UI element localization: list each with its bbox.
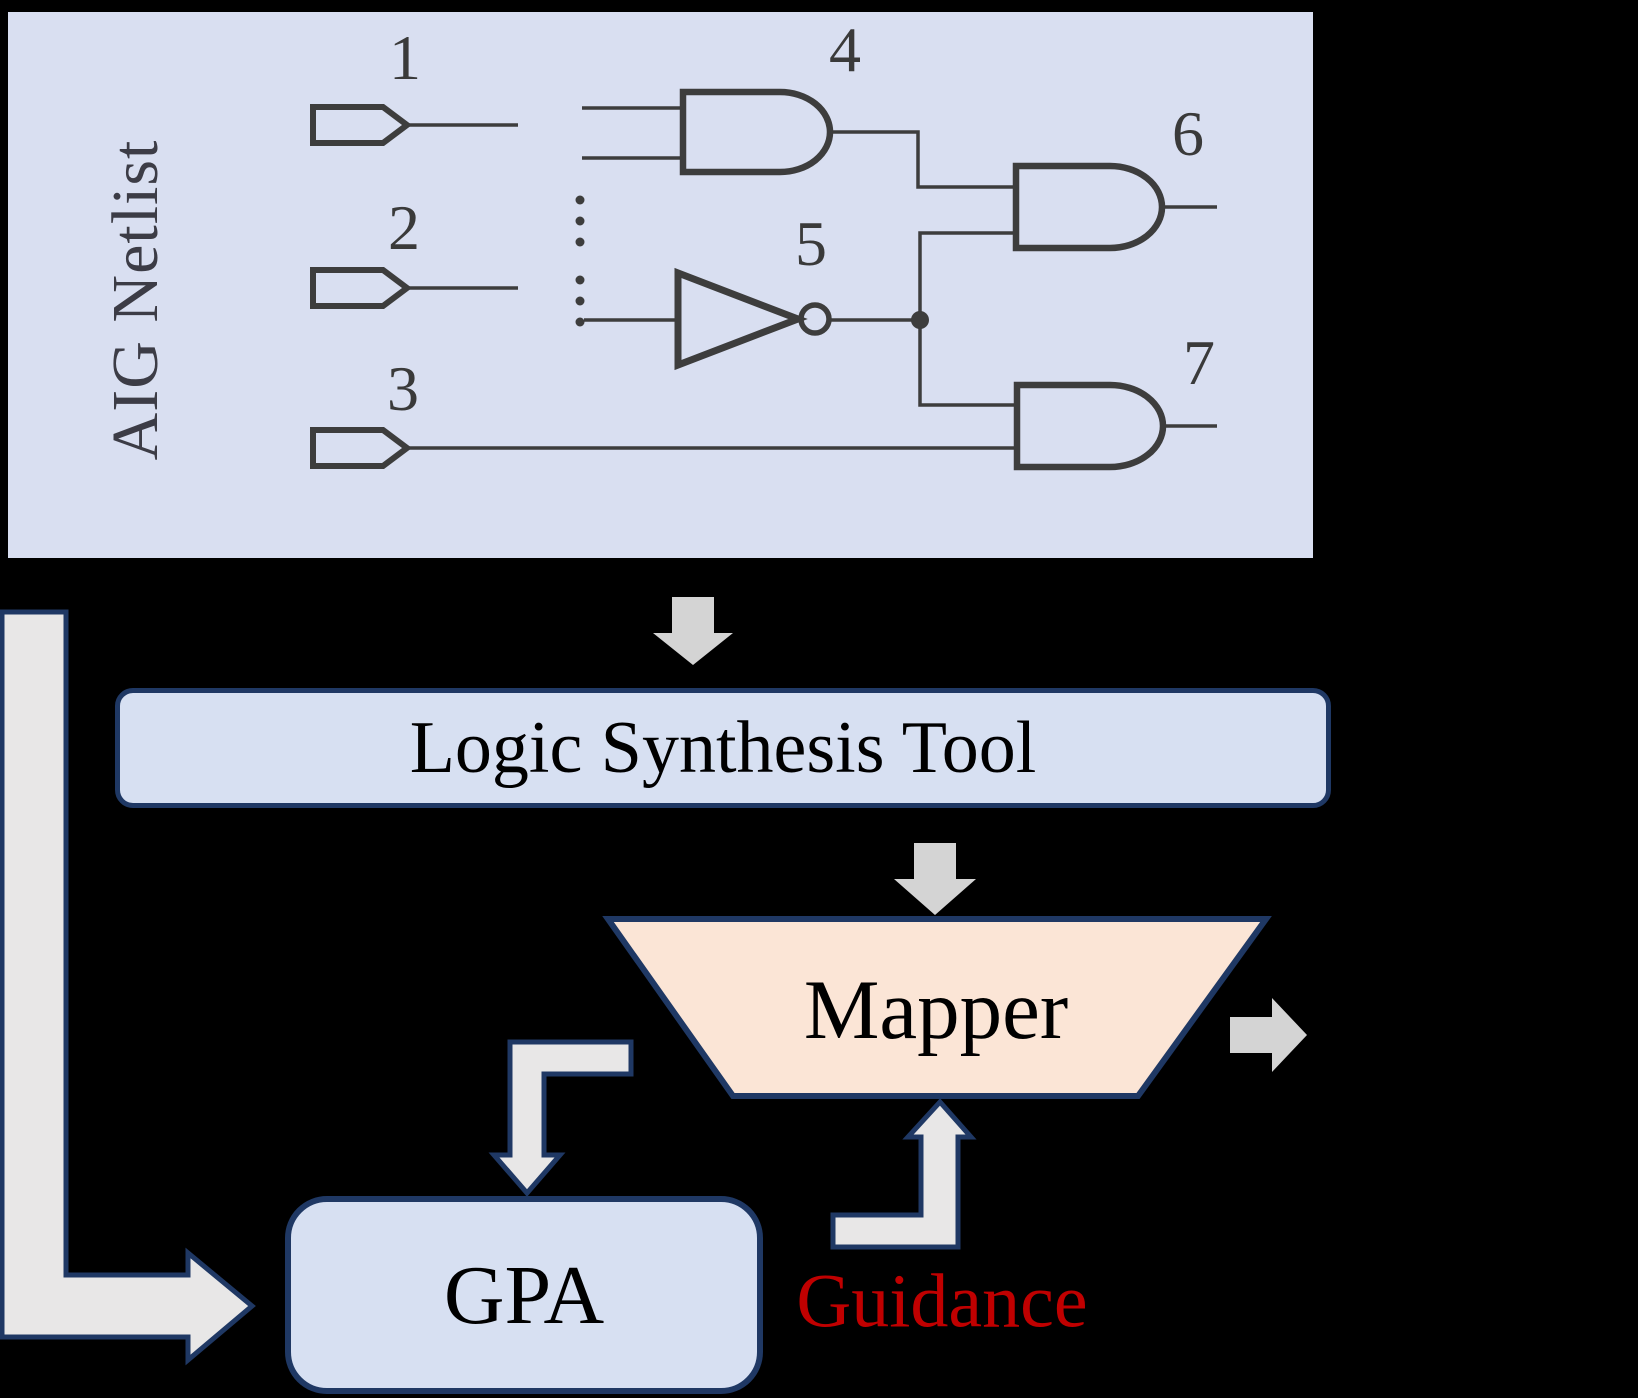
and-gate-4-icon	[679, 88, 834, 176]
node-label-5: 5	[795, 208, 827, 279]
logic-synthesis-tool-box: Logic Synthesis Tool	[115, 688, 1331, 808]
inverter-gate-5-icon	[674, 267, 808, 371]
elbow-arrow-mapper-to-gpa-icon	[488, 1039, 634, 1197]
ellipsis-dot	[575, 195, 585, 205]
node-label-7: 7	[1183, 327, 1215, 398]
wire-junction-dot	[911, 311, 929, 329]
arrow-down-netlist-to-synthesis-icon	[653, 597, 733, 665]
mapper-label: Mapper	[803, 963, 1069, 1057]
ellipsis-dots	[575, 195, 585, 327]
wire	[918, 320, 1017, 407]
arrow-down-synthesis-to-mapper-icon	[894, 843, 976, 915]
and-gate-7-icon	[1013, 381, 1167, 471]
aig-panel-title: AIG Netlist	[99, 139, 172, 461]
input-pin-1-icon	[310, 104, 412, 146]
wire	[918, 231, 1016, 320]
input-pin-2-icon	[310, 267, 412, 309]
guidance-label: Guidance	[796, 1259, 1088, 1344]
wire	[830, 130, 1016, 189]
and-gate-6-icon	[1012, 162, 1166, 252]
arrow-right-mapper-output-icon	[1230, 998, 1307, 1072]
elbow-arrow-guidance-to-mapper-icon	[830, 1098, 977, 1250]
gpa-box: GPA	[285, 1196, 763, 1394]
gpa-label: GPA	[443, 1248, 605, 1342]
node-label-3: 3	[387, 353, 419, 424]
node-label-2: 2	[388, 192, 420, 263]
node-label-1: 1	[389, 22, 421, 93]
mapper-trapezoid	[602, 916, 1272, 1099]
ellipsis-dot	[575, 296, 585, 306]
ellipsis-dot	[575, 275, 585, 285]
input-pin-3-icon	[310, 427, 412, 469]
logic-synthesis-tool-label: Logic Synthesis Tool	[409, 706, 1037, 789]
ellipsis-dot	[575, 237, 585, 247]
ellipsis-dot	[575, 317, 585, 327]
inverter-bubble-icon	[798, 302, 832, 336]
ellipsis-dot	[575, 216, 585, 226]
node-label-6: 6	[1172, 98, 1204, 169]
elbow-arrow-netlist-to-gpa-icon	[0, 609, 256, 1366]
node-label-4: 4	[829, 14, 861, 85]
wire-group	[407, 106, 1217, 450]
